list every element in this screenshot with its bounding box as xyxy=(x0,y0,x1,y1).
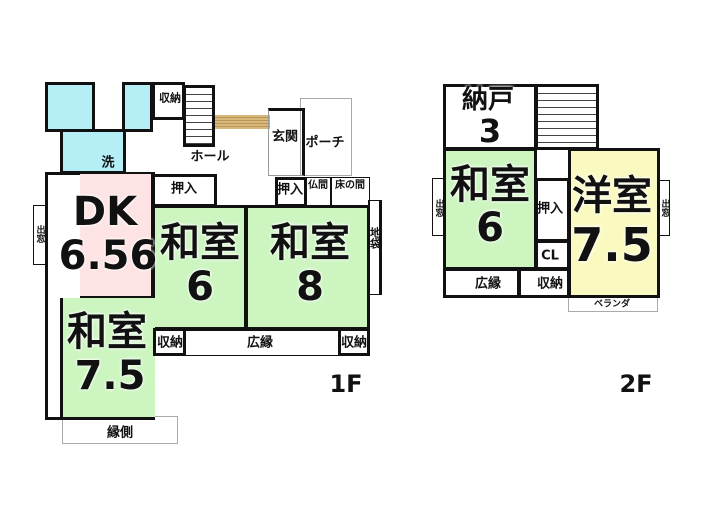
label: ポーチ xyxy=(305,135,345,151)
label: 3 xyxy=(478,112,502,150)
washitsu-6-2f xyxy=(443,148,537,270)
label: 収納 xyxy=(156,335,184,351)
label: 納戸 xyxy=(461,85,515,115)
stairs-1f xyxy=(183,85,215,147)
floor-label-2f: 2F xyxy=(619,370,653,398)
label: 床の間 xyxy=(335,180,365,191)
label: 洗 xyxy=(101,155,115,171)
jibukuro xyxy=(368,200,382,295)
step-board xyxy=(215,115,270,129)
washitsu-75-1f xyxy=(60,298,155,420)
storage-left xyxy=(153,328,186,356)
label: 押入 xyxy=(276,182,304,198)
toilet xyxy=(122,82,153,132)
label: 7.5 xyxy=(571,218,653,272)
label: ホール xyxy=(190,149,230,165)
label: DK xyxy=(72,189,138,235)
bay-window-2f-right xyxy=(658,180,670,236)
label: 玄関 xyxy=(271,129,299,145)
label: CL xyxy=(541,248,559,264)
label: 和室 xyxy=(450,162,530,208)
label: 出窓 xyxy=(659,199,670,217)
label: 押入 xyxy=(170,181,198,197)
label: 地袋 xyxy=(368,227,382,249)
label: 広縁 xyxy=(474,276,502,292)
label: 縁側 xyxy=(106,425,134,441)
butsuma xyxy=(305,177,332,207)
label: 出窓 xyxy=(34,225,45,243)
label: ベランダ xyxy=(593,299,631,310)
label: 和室 xyxy=(270,220,350,266)
storage-2f xyxy=(518,268,570,298)
floor-label-1f: 1F xyxy=(329,370,363,398)
storage-right xyxy=(338,328,370,356)
label: 広縁 xyxy=(246,335,274,351)
label: 仏間 xyxy=(308,180,328,191)
label: 和室 xyxy=(160,220,240,266)
label: 収納 xyxy=(536,276,564,292)
label: 収納 xyxy=(340,335,368,351)
label: 6 xyxy=(186,264,214,310)
label: 8 xyxy=(296,264,324,310)
label: 和室 xyxy=(67,309,147,355)
label: 6.56 xyxy=(58,233,158,279)
bay-window-1f xyxy=(33,205,46,265)
stairs-2f xyxy=(535,84,599,150)
bathroom xyxy=(45,82,95,132)
tokonoma xyxy=(330,177,370,207)
bay-window-2f-left xyxy=(432,178,444,236)
label: 洋室 xyxy=(572,173,652,219)
label: 押入 xyxy=(536,201,564,217)
hiroen-1f xyxy=(184,328,340,356)
label: 7.5 xyxy=(74,353,146,399)
entrance xyxy=(268,108,305,176)
porch-outline xyxy=(300,98,352,176)
washitsu-8-1f xyxy=(245,205,370,330)
label: 出窓 xyxy=(433,199,444,217)
label: 6 xyxy=(476,205,504,251)
washroom xyxy=(60,129,126,174)
label: 収納 xyxy=(159,91,181,105)
